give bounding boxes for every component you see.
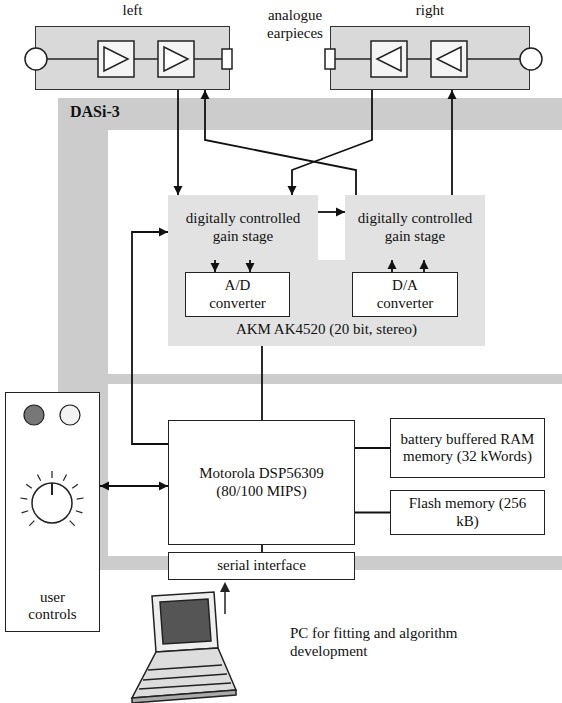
signal-connector (420, 260, 429, 272)
signal-connector (355, 448, 390, 449)
signal-connector (132, 228, 168, 445)
converter-box: D/A converter (352, 272, 458, 317)
arrow-head (388, 260, 397, 269)
signal-connector (448, 90, 457, 195)
connector-line (318, 211, 345, 213)
connector-line (261, 346, 263, 420)
connector-line (214, 260, 216, 272)
signal-connector (262, 545, 263, 552)
signal-connector (211, 260, 220, 272)
arrow-head (420, 260, 429, 269)
node-text: user controls (18, 589, 88, 624)
connector-line (261, 545, 263, 552)
signal-connector (174, 90, 183, 195)
memory-box: battery buffered RAM memory (32 kWords) (390, 418, 545, 478)
node-text: battery buffered RAM memory (32 kWords) (400, 431, 535, 466)
caption-label: analogue earpieces (250, 6, 340, 42)
caption-label: PC for fitting and algorithm development (290, 624, 490, 660)
node-text-group: right (416, 2, 444, 19)
earpiece-housing (330, 26, 530, 90)
arrow-head (100, 482, 109, 491)
node-text: A/D converter (198, 277, 278, 312)
connector-line (355, 512, 390, 514)
node-text: left (123, 2, 143, 19)
interface-box: serial interface (168, 552, 355, 580)
signal-connector (100, 482, 168, 491)
arrow-head (246, 263, 255, 272)
node-text: digitally controlled gain stage (183, 210, 303, 245)
connector-line (423, 260, 425, 272)
signal-connector (318, 208, 345, 217)
gain-stage-box: digitally controlled gain stage (345, 195, 485, 260)
arrow-head (174, 186, 183, 195)
node-text-group: Flash memory (256 kB) (400, 495, 535, 530)
connector-line (100, 485, 168, 487)
node-text: D/A converter (365, 277, 445, 312)
signal-connector (201, 90, 357, 195)
node-text-group: A/D converter (198, 277, 278, 312)
node-text-group: serial interface (217, 557, 306, 574)
arrow-head (211, 263, 220, 272)
arrow-head (336, 208, 345, 217)
earpiece-left: left (35, 2, 230, 90)
connector-line (177, 90, 179, 195)
signal-connector (355, 512, 390, 513)
connector-line (205, 90, 356, 195)
arrow-head (159, 482, 168, 491)
gain-stage-box: digitally controlled gain stage (168, 195, 318, 260)
device-band: DASi-3 digitally controlled gain stage dig… (58, 98, 562, 570)
node-text: Motorola DSP56309 (80/100 MIPS) (199, 465, 324, 500)
node-text-group: user controls (18, 589, 88, 624)
node-text-group: digitally controlled gain stage (183, 210, 303, 245)
node-text: digitally controlled gain stage (355, 210, 475, 245)
connector-line (292, 90, 372, 195)
earpiece-symbols (36, 27, 229, 89)
connector-line (391, 260, 393, 272)
earpiece-right: right (330, 2, 530, 90)
connector-line (132, 232, 168, 444)
node-text: AKM AK4520 (20 bit, stereo) (236, 321, 417, 338)
node-text-group: left (123, 2, 143, 19)
signal-connector (388, 260, 397, 272)
codec-chip-box: AKM AK4520 (20 bit, stereo) A/D converter… (168, 260, 485, 346)
node-text-group: DASi-3 (70, 103, 120, 121)
earpiece-housing (35, 26, 230, 90)
signal-connector (262, 346, 263, 420)
arrow-head (288, 186, 297, 195)
node-text-group: D/A converter (365, 277, 445, 312)
memory-box: Flash memory (256 kB) (390, 490, 545, 535)
signal-connector (288, 90, 373, 195)
connector-line (249, 260, 251, 272)
node-text-group: AKM AK4520 (20 bit, stereo) (236, 321, 417, 338)
arrow-head (159, 228, 168, 237)
converter-box: A/D converter (185, 272, 290, 317)
node-text-group: Motorola DSP56309 (80/100 MIPS) (199, 465, 324, 500)
node-text: right (416, 2, 444, 19)
node-text: DASi-3 (70, 103, 120, 121)
processor-box: Motorola DSP56309 (80/100 MIPS) (168, 420, 355, 545)
earpiece-symbols (331, 27, 529, 89)
connector-line (355, 447, 390, 449)
arrow-head (201, 90, 210, 99)
arrow-head (448, 90, 457, 99)
node-text: Flash memory (256 kB) (400, 495, 535, 530)
signal-connector (246, 260, 255, 272)
node-text-group: battery buffered RAM memory (32 kWords) (400, 431, 535, 466)
node-text: serial interface (217, 557, 306, 574)
user-controls-box: user controls (5, 392, 100, 632)
connector-line (451, 90, 453, 195)
node-text-group: digitally controlled gain stage (355, 210, 475, 245)
